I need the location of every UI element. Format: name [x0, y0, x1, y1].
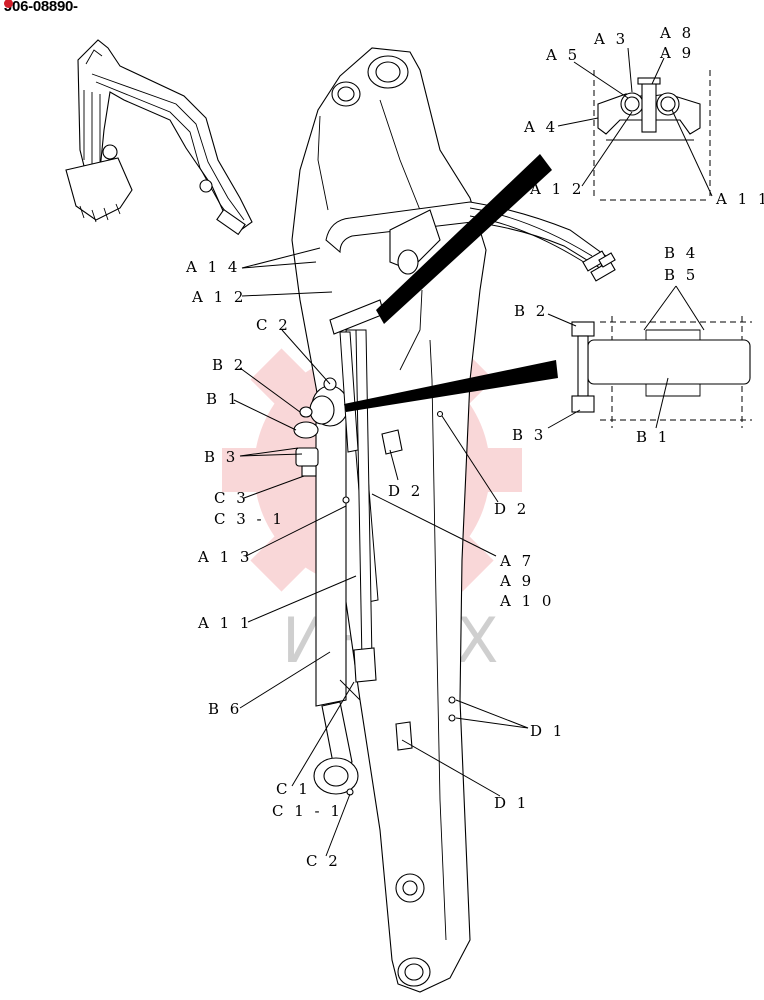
label-c2-top: C 2 — [256, 316, 291, 334]
hose-fittings — [582, 250, 616, 282]
label-d2-a: D 2 — [388, 482, 423, 500]
detail-b — [571, 316, 752, 428]
label-b2: B 2 — [212, 356, 246, 374]
label-a8: A 8 — [659, 24, 694, 42]
label-b5: B 5 — [664, 266, 698, 284]
hydraulic-cylinder — [309, 385, 359, 795]
detail-a — [593, 70, 711, 201]
label-d1-a: D 1 — [530, 722, 565, 740]
detail-pointers — [344, 154, 558, 412]
label-d1-b: D 1 — [494, 794, 529, 812]
label-c1-1: C 1 - 1 — [272, 802, 343, 820]
label-a9-top: A 9 — [659, 44, 694, 62]
label-a5: A 5 — [545, 46, 580, 64]
label-a3: A 3 — [593, 30, 628, 48]
label-a12: A 1 2 — [191, 288, 246, 306]
label-b1-detail: B 1 — [636, 428, 670, 446]
label-a11: A 1 1 — [197, 614, 252, 632]
label-b3: B 3 — [204, 448, 238, 466]
label-a9: A 9 — [499, 572, 534, 590]
label-a14: A 1 4 — [185, 258, 240, 276]
label-c3-1: C 3 - 1 — [214, 510, 285, 528]
label-a12-detail: A 1 2 — [529, 180, 584, 198]
label-c3: C 3 — [214, 489, 249, 507]
label-a7: A 7 — [499, 552, 534, 570]
label-a13: A 1 3 — [197, 548, 252, 566]
label-c2-bottom: C 2 — [306, 852, 341, 870]
hoses — [325, 201, 616, 701]
leader-lines — [233, 47, 713, 857]
label-a4: A 4 — [523, 118, 558, 136]
label-c1: C 1 — [276, 780, 311, 798]
label-b4: B 4 — [664, 244, 698, 262]
badge-icon — [4, 0, 13, 8]
label-a10: A 1 0 — [499, 592, 554, 610]
arm-body — [291, 47, 487, 993]
label-a11-detail: A 1 1 — [715, 190, 764, 208]
label-b3-detail: B 3 — [512, 426, 546, 444]
label-d2-b: D 2 — [494, 500, 529, 518]
label-b6: B 6 — [208, 700, 242, 718]
label-b1: B 1 — [206, 390, 240, 408]
excavator-thumbnail — [65, 39, 253, 236]
label-b2-detail: B 2 — [514, 302, 548, 320]
document-code: J06-08890- — [4, 0, 78, 15]
part-labels: A 3 A 5 A 8 A 9 A 4 A 1 2 A 1 1 A 1 4 A … — [185, 24, 764, 870]
